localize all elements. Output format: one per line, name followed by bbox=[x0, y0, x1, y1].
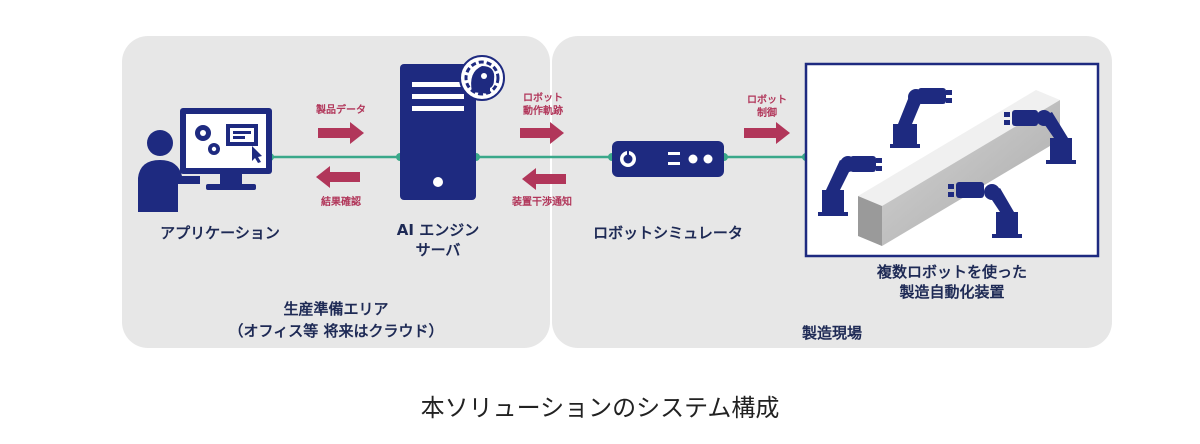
arrow-label-robot-motion-line2: 動作軌跡 bbox=[523, 106, 563, 117]
arrow-label-robot-motion-line1: ロボット bbox=[523, 93, 563, 104]
equipment-label-line1: 複数ロボットを使った bbox=[876, 263, 1027, 281]
robot-simulator-icon bbox=[612, 141, 724, 177]
prep-area-label-line2: （オフィス等 将来はクラウド） bbox=[228, 322, 444, 340]
site-area-label: 製造現場 bbox=[801, 324, 862, 342]
arrow-robot-motion bbox=[520, 122, 564, 144]
robot-simulator-label: ロボットシミュレータ bbox=[593, 224, 743, 242]
figure-caption: 本ソリューションのシステム構成 bbox=[420, 394, 780, 422]
arrow-label-interference: 装置干渉通知 bbox=[512, 197, 572, 208]
arrow-label-result-check: 結果確認 bbox=[321, 197, 361, 208]
automation-equipment bbox=[804, 62, 1100, 258]
ai-server-icon bbox=[400, 55, 505, 200]
application-label: アプリケーション bbox=[160, 224, 280, 242]
ai-engine-label-line2: サーバ bbox=[415, 241, 461, 259]
ai-engine-label-line1: AI エンジン bbox=[396, 221, 480, 239]
arrow-product-data bbox=[318, 122, 364, 144]
prep-area-label-line1: 生産準備エリア bbox=[283, 300, 389, 318]
arrow-result-check bbox=[316, 166, 360, 188]
arrow-label-robot-control: ロボット 制御 bbox=[732, 94, 802, 120]
arrow-label-robot-control-line1: ロボット bbox=[747, 95, 787, 106]
prep-area-label: 生産準備エリア （オフィス等 将来はクラウド） bbox=[186, 298, 486, 342]
equipment-label: 複数ロボットを使った 製造自動化装置 bbox=[852, 262, 1052, 302]
arrow-robot-control bbox=[744, 122, 790, 144]
arrow-label-product-data: 製品データ bbox=[316, 105, 366, 116]
arrow-interference bbox=[522, 168, 566, 190]
arrows bbox=[316, 122, 790, 190]
equipment-label-line2: 製造自動化装置 bbox=[899, 283, 1005, 301]
arrow-label-robot-control-line2: 制御 bbox=[757, 108, 777, 119]
ai-engine-label: AI エンジン サーバ bbox=[378, 220, 498, 260]
application-icon bbox=[138, 108, 272, 212]
arrow-label-robot-motion: ロボット 動作軌跡 bbox=[508, 92, 578, 118]
